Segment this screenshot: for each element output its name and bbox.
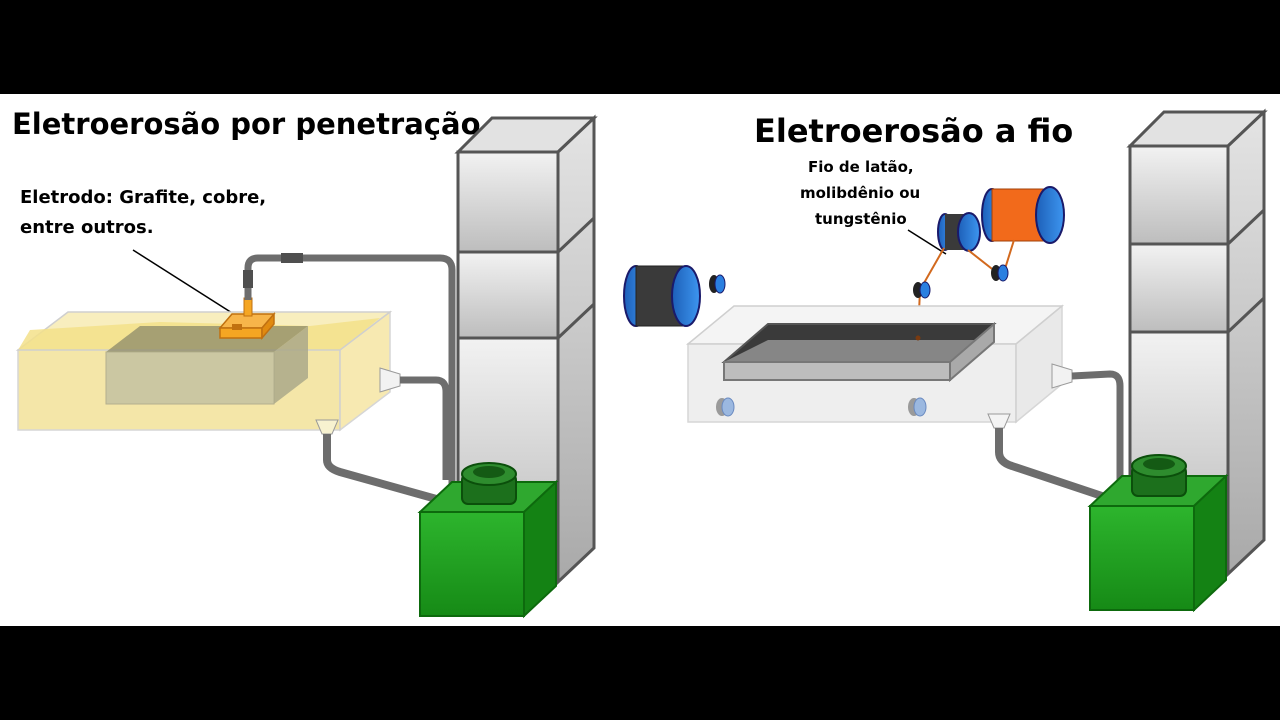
wire-callout-line2: molibdênio ou bbox=[800, 184, 920, 202]
outlet-nozzle bbox=[379, 367, 401, 393]
drain-hose-right bbox=[995, 428, 1116, 504]
feed-hose bbox=[244, 254, 456, 490]
wire-callout-line bbox=[907, 229, 947, 255]
drain-funnel-right bbox=[987, 413, 1011, 429]
electrode bbox=[218, 297, 276, 341]
filter-unit-right bbox=[1087, 454, 1229, 613]
dielectric-tank bbox=[15, 310, 393, 432]
wire-guide-roller bbox=[991, 264, 1009, 282]
supply-spool bbox=[623, 265, 726, 327]
return-hose-right bbox=[1071, 370, 1124, 490]
takeup-spool bbox=[981, 186, 1065, 244]
workpiece-top bbox=[106, 326, 308, 352]
wire-callout-line3: tungstênio bbox=[815, 210, 907, 228]
filter-unit-left bbox=[417, 462, 559, 619]
hose-coupling bbox=[243, 270, 253, 288]
workpiece bbox=[105, 351, 275, 405]
left-title: Eletroerosão por penetração bbox=[12, 107, 481, 141]
top-band bbox=[0, 0, 1280, 94]
return-hose bbox=[400, 376, 450, 480]
wire-edm-tank bbox=[685, 304, 1065, 424]
electrode-callout-line1: Eletrodo: Grafite, cobre, bbox=[20, 187, 266, 208]
wire-guide-roller bbox=[913, 281, 931, 299]
drain-hose bbox=[323, 434, 442, 504]
right-title: Eletroerosão a fio bbox=[754, 112, 1073, 150]
guide-spool bbox=[937, 212, 981, 252]
drain-funnel bbox=[315, 419, 339, 435]
machine-column-right bbox=[1126, 108, 1268, 578]
electrode-callout-line bbox=[132, 249, 241, 319]
electrode-callout-line2: entre outros. bbox=[20, 217, 154, 238]
left-panel: Eletroerosão por penetração Eletrodo: Gr… bbox=[12, 107, 598, 619]
outlet-nozzle-right bbox=[1051, 363, 1073, 389]
bottom-band bbox=[0, 626, 1280, 720]
hose-coupling bbox=[281, 253, 303, 263]
wire-callout-line1: Fio de latão, bbox=[808, 158, 914, 176]
right-panel: Eletroerosão a fio Fio de latão, molibdê… bbox=[623, 108, 1268, 613]
